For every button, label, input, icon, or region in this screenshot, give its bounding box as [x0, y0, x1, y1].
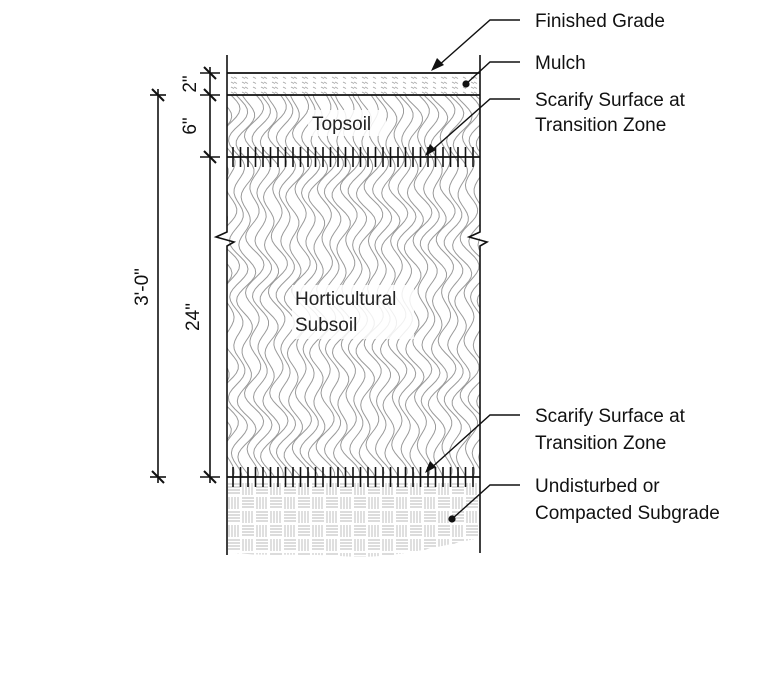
dimension-ticks: [151, 66, 217, 484]
callout-subgrade-line1: Undisturbed or: [535, 476, 660, 497]
callout-subgrade-line2: Compacted Subgrade: [535, 503, 720, 524]
dim-topsoil-6in: 6": [180, 117, 201, 134]
subsoil-label-line2: Subsoil: [295, 315, 357, 336]
dim-total-3ft: 3'-0": [132, 268, 153, 306]
scarify-line-bottom: [227, 467, 480, 487]
scarify-bottom-arrowhead: [425, 461, 436, 473]
scarify-top-arrowhead: [425, 144, 436, 156]
callout-scarify-bottom-line1: Scarify Surface at: [535, 406, 686, 427]
topsoil-label: Topsoil: [312, 114, 371, 135]
mulch-layer: [230, 76, 478, 94]
scarify-line-top: [227, 147, 480, 167]
subsoil-label-line1: Horticultural: [295, 289, 396, 310]
mulch-leader-dot: [462, 80, 470, 88]
callout-mulch: Mulch: [535, 53, 586, 74]
dim-mulch-2in: 2": [180, 75, 201, 92]
callout-scarify-top-line2: Transition Zone: [535, 115, 666, 136]
section-outline: [213, 55, 490, 555]
finished-grade-arrowhead: [431, 58, 444, 71]
callout-scarify-bottom-line2: Transition Zone: [535, 433, 666, 454]
leader-lines: [429, 19, 520, 520]
callout-finished-grade: Finished Grade: [535, 11, 665, 32]
dim-subsoil-24in: 24": [183, 303, 204, 331]
subgrade-layer: [228, 483, 478, 557]
callout-scarify-top-line1: Scarify Surface at: [535, 90, 686, 111]
subgrade-leader-dot: [448, 515, 456, 523]
